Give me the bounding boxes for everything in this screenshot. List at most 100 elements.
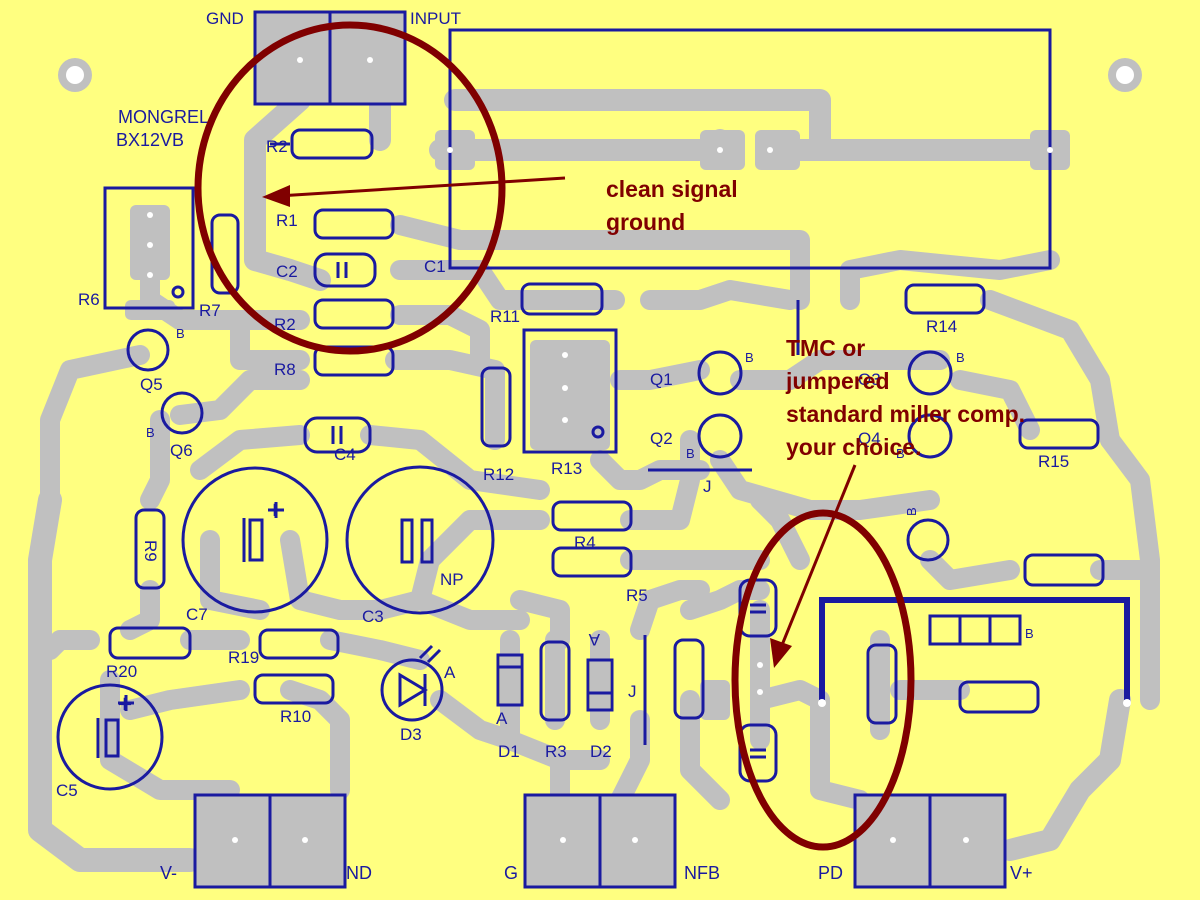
- r3-resistor: [539, 640, 571, 722]
- b-header: [928, 614, 1022, 646]
- tmc-circle: [731, 509, 915, 851]
- label-r7: R7: [199, 301, 221, 320]
- label-d2: D2: [590, 742, 612, 761]
- label-d1: D1: [498, 742, 520, 761]
- label-d3: D3: [400, 725, 422, 744]
- mounting-holes: [58, 58, 1142, 92]
- label-j-q: J: [703, 477, 712, 496]
- label-r11: R11: [490, 307, 520, 326]
- label-d2-a: A: [588, 630, 600, 649]
- label-q2-b: B: [686, 446, 695, 461]
- label-g: G: [504, 863, 518, 883]
- copper-traces: [28, 49, 1160, 872]
- r5-resistor: [551, 546, 633, 578]
- clean-ground-circle: [194, 21, 506, 355]
- label-plus-c5: +: [118, 691, 132, 718]
- label-input: INPUT: [410, 9, 461, 28]
- clean-ground-text-line1: clean signal: [606, 176, 738, 202]
- pad-holes: [147, 57, 1131, 843]
- label-r3: R3: [545, 742, 567, 761]
- tmc-text-line3: standard miller comp.: [786, 401, 1025, 427]
- annotations: clean signal ground TMC or jumpered stan…: [194, 21, 1025, 851]
- label-r4: R4: [574, 533, 596, 552]
- label-q1: Q1: [650, 370, 673, 389]
- label-q4: Q4: [858, 429, 881, 448]
- label-b-driver: B: [904, 507, 919, 516]
- c7-capacitor: [181, 466, 329, 614]
- label-np: NP: [440, 570, 464, 589]
- tmc-text-line1: TMC or: [786, 335, 865, 361]
- label-r13: R13: [551, 459, 582, 478]
- r1-resistor: [313, 208, 395, 240]
- output-resistor: [866, 643, 898, 725]
- label-c4: C4: [334, 445, 356, 464]
- q1-transistor: [697, 350, 743, 396]
- r4-resistor: [551, 500, 633, 532]
- label-gnd-top: GND: [206, 9, 244, 28]
- label-d1-a: A: [496, 709, 508, 728]
- label-q3: Q3: [858, 370, 881, 389]
- label-nfb: NFB: [684, 863, 720, 883]
- label-r9: R9: [141, 540, 160, 562]
- q2-transistor: [697, 413, 743, 459]
- label-b-header: B: [1025, 626, 1034, 641]
- r20-resistor: [108, 626, 192, 660]
- r10-resistor: [253, 673, 335, 705]
- label-r10: R10: [280, 707, 311, 726]
- label-r12: R12: [483, 465, 514, 484]
- label-q2: Q2: [650, 429, 673, 448]
- label-j-lower: J: [628, 682, 637, 701]
- q6-transistor: [160, 391, 204, 435]
- label-gnd-bottom: ND: [346, 863, 372, 883]
- label-d3-a: A: [444, 663, 456, 682]
- q4-transistor: [907, 413, 953, 459]
- tmc-text-line2: jumpered: [785, 368, 890, 394]
- driver-transistor: [906, 518, 950, 562]
- label-r8: R8: [274, 360, 296, 379]
- label-r14: R14: [926, 317, 957, 336]
- arrowhead-icon: [770, 638, 792, 668]
- label-r6: R6: [78, 290, 100, 309]
- r14-resistor: [904, 283, 986, 315]
- label-r15: R15: [1038, 452, 1069, 471]
- label-q3-b: B: [956, 350, 965, 365]
- label-q1-b: B: [745, 350, 754, 365]
- clean-ground-text-line2: ground: [606, 209, 685, 235]
- silkscreen: [56, 10, 1130, 889]
- label-q6-b: B: [146, 425, 155, 440]
- r12-resistor: [480, 366, 512, 448]
- label-q5-b: B: [176, 326, 185, 341]
- tmc-text-line4: your choice.: [786, 434, 921, 460]
- label-c5: C5: [56, 781, 78, 800]
- label-c7: C7: [186, 605, 208, 624]
- c3-capacitor: [345, 465, 495, 615]
- r8-resistor: [313, 345, 395, 377]
- label-r2-top: R2: [266, 137, 288, 156]
- label-c3: C3: [362, 607, 384, 626]
- c5-capacitor: [56, 683, 164, 791]
- d1-diode: [496, 653, 524, 707]
- board-title-line2: BX12VB: [116, 130, 184, 150]
- d3-led: [380, 658, 444, 722]
- arrowhead-icon: [262, 185, 290, 207]
- output-link: [819, 597, 1130, 700]
- label-vplus: V+: [1010, 863, 1033, 883]
- zobel-resistor: [958, 680, 1040, 714]
- label-vminus: V-: [160, 863, 177, 883]
- label-q6: Q6: [170, 441, 193, 460]
- bias-resistor: [1023, 553, 1105, 587]
- tmc-capacitor-lower: [738, 723, 778, 783]
- r19-resistor: [258, 628, 340, 660]
- r9-resistor: [134, 508, 166, 590]
- clean-ground-arrow: [277, 176, 566, 198]
- label-r19: R19: [228, 648, 259, 667]
- q3-transistor: [907, 350, 953, 396]
- r2-resistor: [313, 298, 395, 330]
- label-r5: R5: [626, 586, 648, 605]
- feedback-resistor: [673, 638, 705, 720]
- r15-resistor: [1018, 418, 1100, 450]
- label-pd: PD: [818, 863, 843, 883]
- label-q4-b: B: [896, 446, 905, 461]
- r2-top-resistor: [290, 128, 374, 160]
